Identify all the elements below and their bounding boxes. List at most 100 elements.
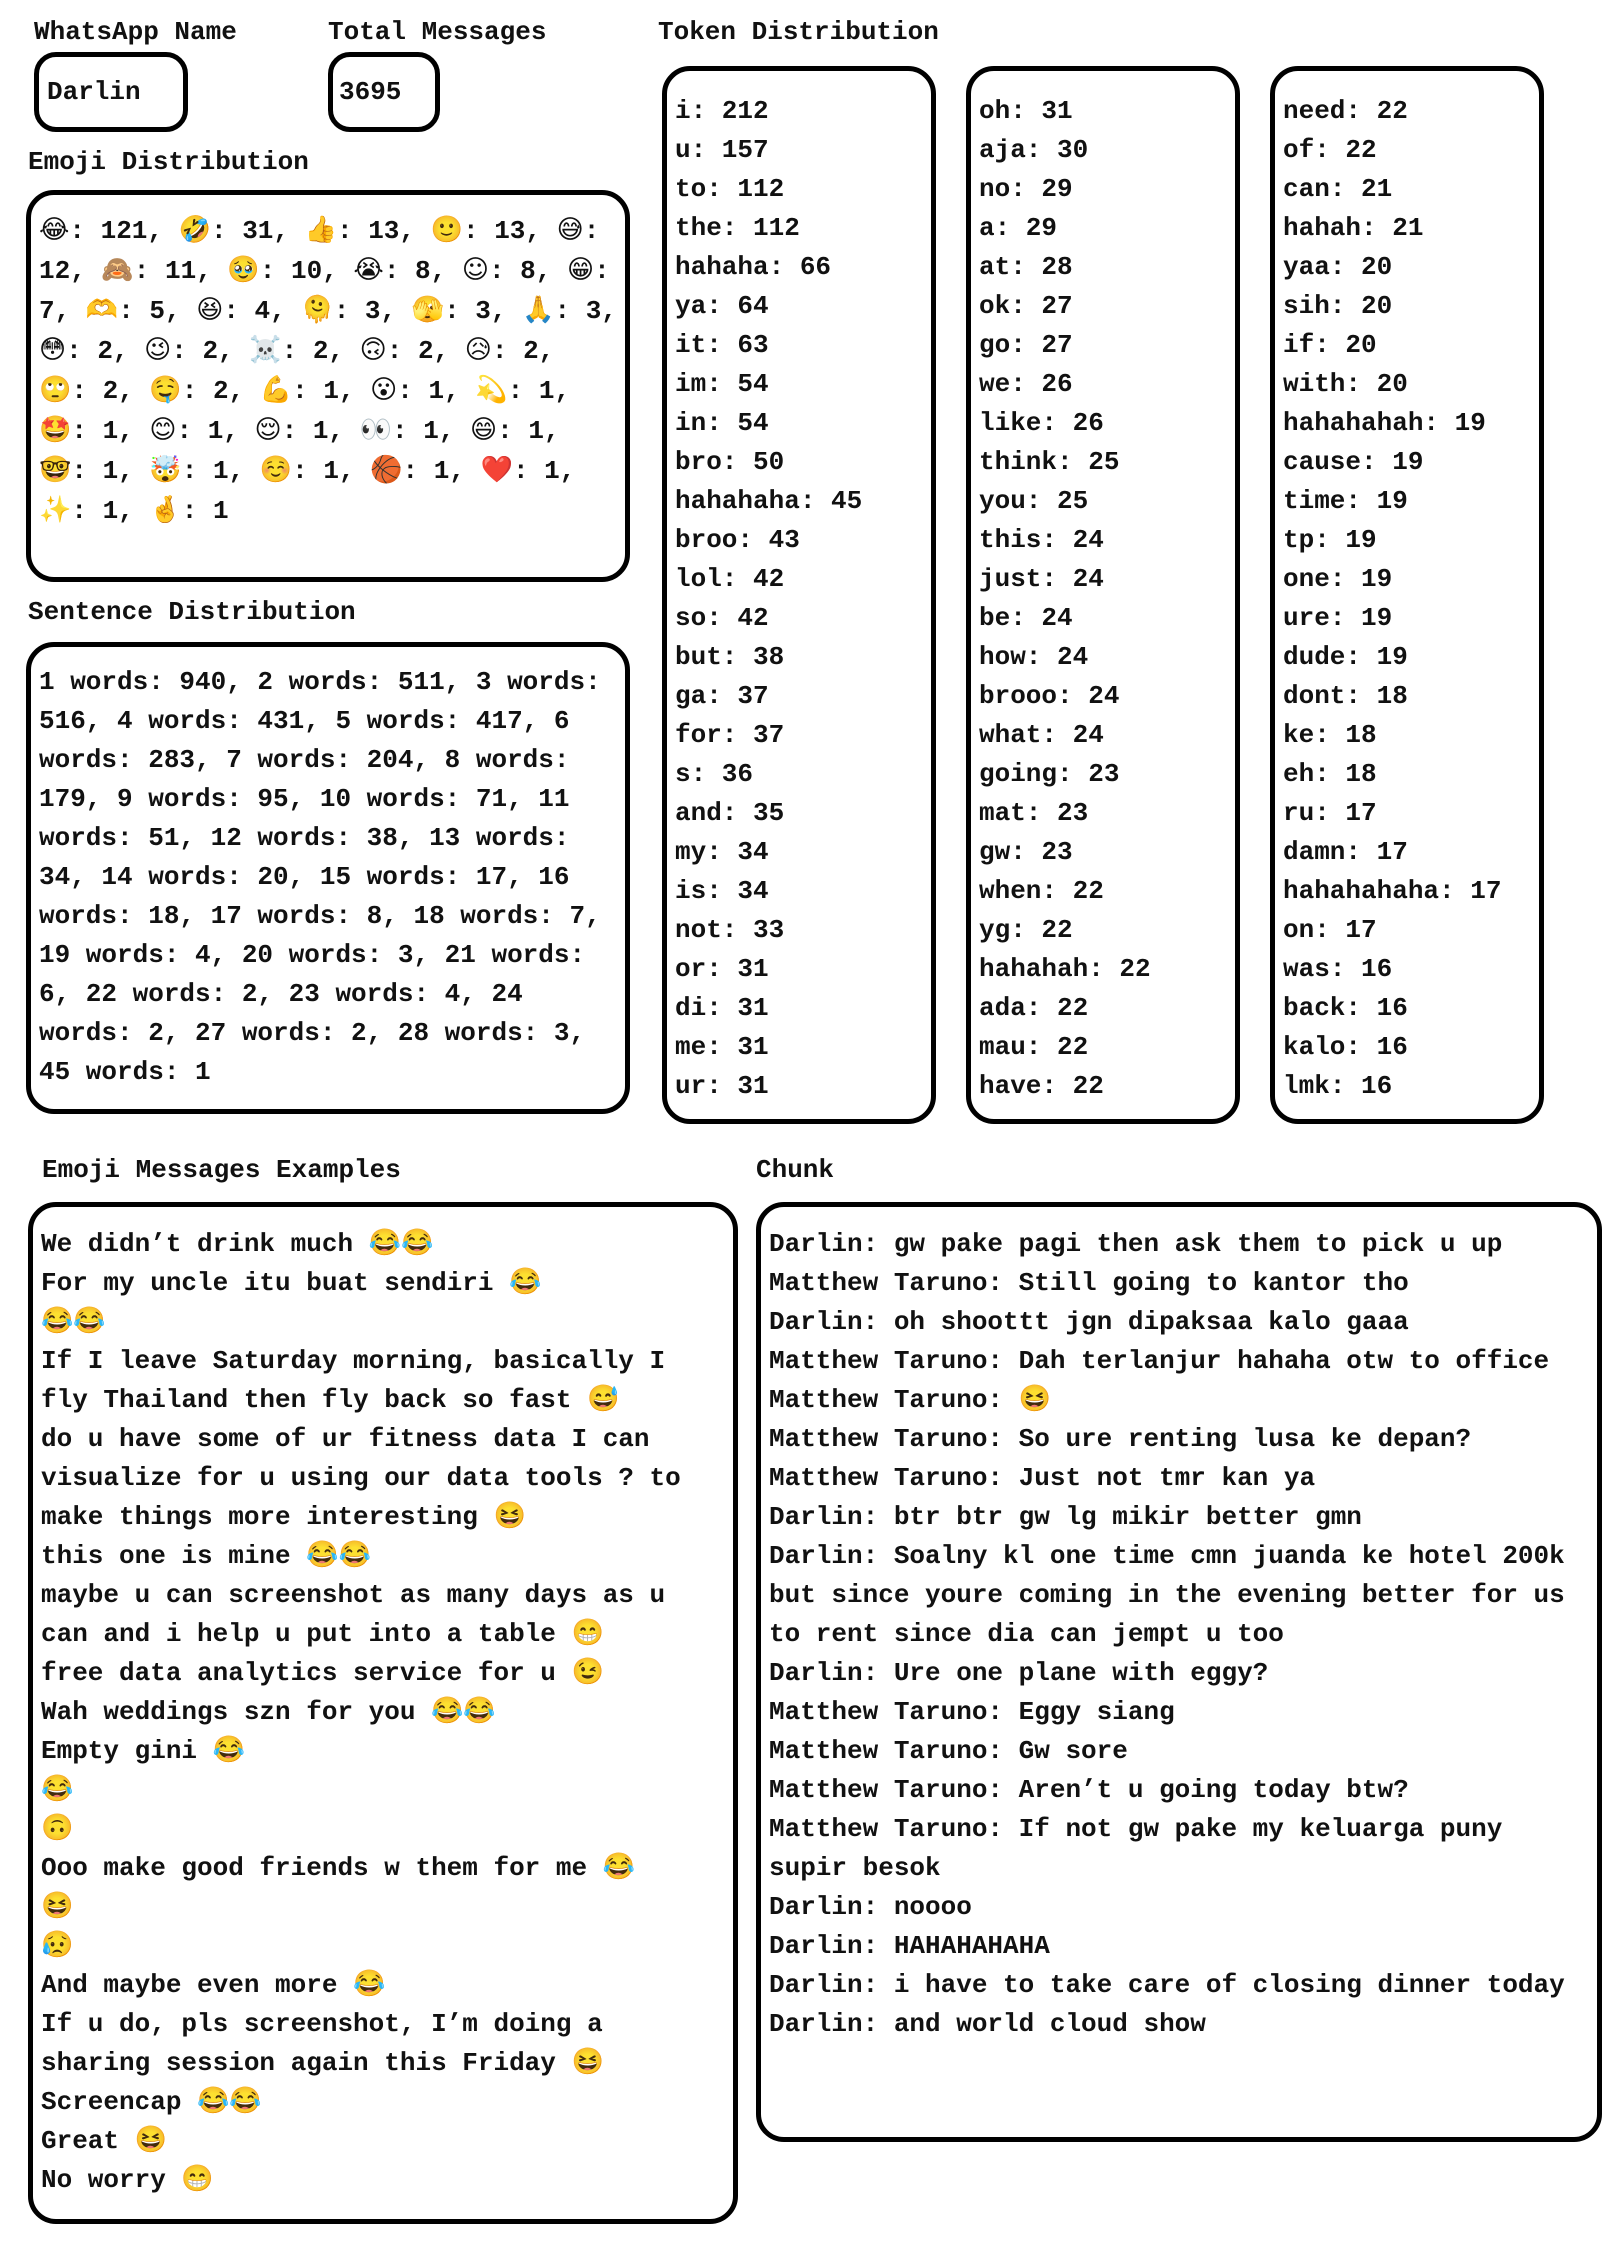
emoji-distribution-entry: 🤣: 31, — [179, 215, 305, 246]
emoji-example-message: free data analytics service for u 😉 — [41, 1658, 604, 1688]
token-entry: di: 31 — [675, 993, 769, 1023]
emoji-distribution-entry: 💪: 1, — [260, 375, 371, 406]
chunk-message: Darlin: noooo — [769, 1892, 972, 1922]
token-entry: time: 19 — [1283, 486, 1408, 516]
token-entry: what: 24 — [979, 720, 1104, 750]
emoji-distribution-entry: ☠️: 2, — [249, 335, 359, 366]
sentence-distribution-text: 1 words: 940, 2 words: 511, 3 words: 516… — [39, 667, 617, 1087]
token-entry: the: 112 — [675, 213, 800, 243]
emoji-glyph: 🙃 — [359, 335, 387, 365]
chunk-message: Darlin: btr btr gw lg mikir better gmn — [769, 1502, 1362, 1532]
emoji-count: : 12, — [39, 216, 615, 286]
chunk-message: Matthew Taruno: Gw sore — [769, 1736, 1128, 1766]
emoji-distribution-entry: 🫶: 5, — [86, 295, 196, 326]
token-entry: yg: 22 — [979, 915, 1073, 945]
emoji-distribution-entry: 🫣: 3, — [412, 295, 523, 326]
emoji-distribution-entry: 😊: 1, — [149, 415, 254, 446]
token-entry: hahahahaha: 17 — [1283, 876, 1502, 906]
emoji-example-message: No worry 😁 — [41, 2165, 214, 2195]
emoji-count: : 2, — [66, 336, 145, 366]
emoji-glyph: 🤓 — [39, 455, 72, 485]
emoji-glyph: 😁 — [566, 255, 595, 285]
emoji-distribution-entry: 😁: 7, — [39, 255, 625, 326]
token-entry: just: 24 — [979, 564, 1104, 594]
emoji-example-message: Empty gini 😂 — [41, 1736, 246, 1766]
emoji-example-message: 😆 — [41, 1892, 74, 1922]
token-entry: hahahahah: 19 — [1283, 408, 1486, 438]
emoji-count: : 1, — [71, 496, 150, 526]
emoji-glyph: ❤️ — [480, 455, 513, 485]
emoji-count: : 1, — [292, 456, 371, 486]
token-entry: hahahaha: 45 — [675, 486, 863, 516]
emoji-count: : 1, — [71, 456, 150, 486]
emoji-distribution-entry: 😌: 1, — [254, 415, 360, 446]
total-messages-value: 3695 — [339, 77, 402, 107]
chunk-message: Matthew Taruno: Just not tmr kan ya — [769, 1463, 1316, 1493]
emoji-glyph: 😌 — [254, 415, 282, 445]
emoji-examples-label: Emoji Messages Examples — [42, 1155, 401, 1185]
emoji-example-message: this one is mine 😂😂 — [41, 1541, 371, 1571]
emoji-distribution-entry: 🙃: 2, — [359, 335, 465, 366]
token-distribution-label: Token Distribution — [658, 17, 939, 47]
token-entry: hahahah: 22 — [979, 954, 1151, 984]
whatsapp-name-value: Darlin — [47, 77, 141, 107]
emoji-count: : 1, — [402, 456, 481, 486]
token-entry: we: 26 — [979, 369, 1073, 399]
token-entry: going: 23 — [979, 759, 1120, 789]
token-entry: dont: 18 — [1283, 681, 1408, 711]
emoji-distribution-entry: 😭: 8, — [353, 255, 461, 286]
token-entry: in: 54 — [675, 408, 769, 438]
token-entry: be: 24 — [979, 603, 1073, 633]
emoji-glyph: 😆 — [196, 295, 224, 325]
emoji-glyph: 😭 — [353, 255, 384, 285]
emoji-count: : 3, — [444, 296, 523, 326]
emoji-glyph: 🙄 — [39, 375, 72, 405]
emoji-example-message: And maybe even more 😂 — [41, 1970, 386, 2000]
emoji-glyph: ✨ — [39, 495, 72, 525]
token-entry: gw: 23 — [979, 837, 1073, 867]
emoji-example-message: For my uncle itu buat sendiri 😂 — [41, 1268, 542, 1298]
token-entry: kalo: 16 — [1283, 1032, 1408, 1062]
emoji-distribution-entry: 👀: 1, — [360, 415, 470, 446]
chunk-message: Matthew Taruno: Aren’t u going today btw… — [769, 1775, 1409, 1805]
token-entry: if: 20 — [1283, 330, 1377, 360]
token-entry: damn: 17 — [1283, 837, 1408, 867]
emoji-distribution-label: Emoji Distribution — [28, 147, 309, 177]
emoji-count: : 10, — [259, 256, 354, 286]
emoji-distribution-entry: 🙄: 2, — [39, 375, 149, 406]
token-entry: not: 33 — [675, 915, 785, 945]
token-entry: when: 22 — [979, 876, 1104, 906]
token-entry: bro: 50 — [675, 447, 785, 477]
emoji-distribution-entry: 😉: 2, — [144, 335, 249, 366]
emoji-glyph: 🙏 — [522, 295, 555, 325]
emoji-distribution-entry: 😮: 1, — [370, 375, 476, 406]
emoji-count: : 1, — [292, 376, 371, 406]
token-entry: back: 16 — [1283, 993, 1408, 1023]
total-messages-label: Total Messages — [328, 17, 547, 47]
emoji-glyph: 😉 — [144, 335, 172, 365]
emoji-distribution-entry: 👍: 13, — [305, 215, 431, 246]
emoji-distribution-entry: 😥: 2, — [465, 335, 570, 366]
token-entry: this: 24 — [979, 525, 1104, 555]
chunk-message: Matthew Taruno: 😆 — [769, 1385, 1052, 1415]
token-entry: u: 157 — [675, 135, 769, 165]
emoji-distribution-entry: 🤞: 1 — [149, 495, 228, 526]
token-entry: one: 19 — [1283, 564, 1393, 594]
token-entry: ada: 22 — [979, 993, 1089, 1023]
emoji-count: : 1, — [397, 376, 476, 406]
token-entry: me: 31 — [675, 1032, 769, 1062]
emoji-example-message: We didn’t drink much 😂😂 — [41, 1229, 434, 1259]
emoji-glyph: 🙂 — [430, 215, 463, 245]
emoji-example-message: If u do, pls screenshot, I’m doing a sha… — [41, 2009, 619, 2078]
token-entry: ur: 31 — [675, 1071, 769, 1101]
whatsapp-name-label: WhatsApp Name — [34, 17, 237, 47]
token-entry: oh: 31 — [979, 96, 1073, 126]
emoji-glyph: 😳 — [39, 335, 67, 365]
emoji-example-message: 😥 — [41, 1931, 74, 1961]
chunk-message: Darlin: Ure one plane with eggy? — [769, 1658, 1269, 1688]
emoji-count: : 13, — [462, 216, 557, 246]
emoji-example-message: Screencap 😂😂 — [41, 2087, 262, 2117]
emoji-count: : 4, — [223, 296, 302, 326]
